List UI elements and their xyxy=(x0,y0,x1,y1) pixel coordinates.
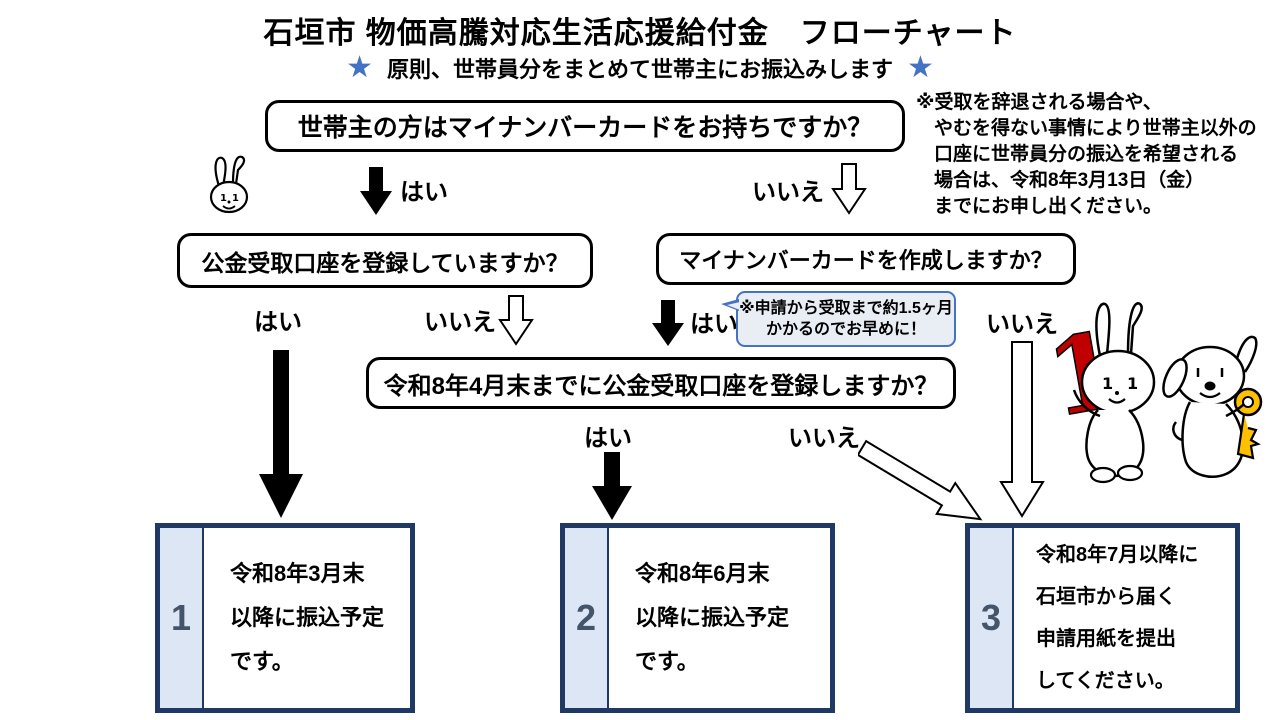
page-title: 石垣市 物価高騰対応生活応援給付金 フローチャート xyxy=(263,17,1017,50)
processing-time-callout: ※申請から受取まで約1.5ヶ月 かかるのでお早めに！ xyxy=(721,291,956,347)
svg-text:1: 1 xyxy=(232,193,239,204)
yes-arrow-down-icon xyxy=(592,452,632,520)
result-box-2: 2 令和8年6月末 以降に振込予定 です。 xyxy=(560,523,835,713)
no-arrow-long-down-icon xyxy=(999,341,1045,518)
q1-no-label: いいえ xyxy=(752,179,824,206)
callout-line: ※申請から受取まで約1.5ヶ月 xyxy=(739,300,953,317)
q4-no-label: いいえ xyxy=(788,425,860,452)
result-number: 2 xyxy=(565,528,609,708)
q3-no-label: いいえ xyxy=(986,311,1058,338)
q4-yes-label: はい xyxy=(584,425,632,452)
svg-text:1: 1 xyxy=(1127,374,1138,393)
q2-yes-label: はい xyxy=(254,309,302,336)
result-number: 3 xyxy=(970,528,1014,708)
subtitle-text: 原則、世帯員分をまとめて世帯主にお振込みします xyxy=(386,57,893,82)
q3-yes-label: はい xyxy=(690,311,738,338)
result-text: 令和8年3月末 以降に振込予定 です。 xyxy=(230,561,385,674)
question-create-mynumber-card: マイナンバーカードを作成しますか？ xyxy=(656,233,1076,285)
rabbit-face-icon: 1 1 xyxy=(209,155,249,214)
result-box-1: 1 令和8年3月末 以降に振込予定 です。 xyxy=(155,523,415,713)
yes-arrow-down-icon xyxy=(360,167,392,215)
question-has-mynumber-card: 世帯主の方はマイナンバーカードをお持ちですか？ xyxy=(265,100,905,152)
callout-line: かかるのでお早めに！ xyxy=(765,321,926,338)
result-text: 令和8年6月末 以降に振込予定 です。 xyxy=(635,561,790,674)
question-register-by-april: 令和8年4月末までに公金受取口座を登録しますか？ xyxy=(366,357,956,409)
side-note-line: 口座に世帯員分の振込を希望される xyxy=(934,144,1239,165)
yes-arrow-down-icon xyxy=(652,300,684,346)
yes-arrow-long-down-icon xyxy=(259,350,303,518)
result-text: 令和8年7月以降に 石垣市から届く 申請用紙を提出 してください。 xyxy=(1036,544,1199,692)
no-arrow-diagonal-icon xyxy=(858,439,983,521)
q2-no-label: いいえ xyxy=(424,309,496,336)
side-note-line: ※受取を辞退される場合や、 xyxy=(916,92,1162,113)
rabbit-mascot-icon: 1 1 1 xyxy=(1048,302,1156,484)
side-note-line: 場合は、令和8年3月13日（金） xyxy=(934,170,1205,191)
svg-text:1: 1 xyxy=(1102,374,1113,393)
no-arrow-down-icon xyxy=(831,163,867,215)
result-box-3: 3 令和8年7月以降に 石垣市から届く 申請用紙を提出 してください。 xyxy=(965,523,1240,713)
q1-yes-label: はい xyxy=(400,179,448,206)
result-number: 1 xyxy=(160,528,204,708)
yellow-key-icon xyxy=(1233,387,1263,460)
side-note-line: やむを得ない事情により世帯主以外の xyxy=(934,118,1257,139)
svg-text:1: 1 xyxy=(220,193,227,204)
star-icon: ★ xyxy=(346,51,373,84)
subtitle: ★ 原則、世帯員分をまとめて世帯主にお振込みします ★ xyxy=(0,52,1280,84)
dog-mascot-icon xyxy=(1162,335,1263,478)
no-arrow-down-icon xyxy=(498,295,534,346)
star-icon: ★ xyxy=(907,51,934,84)
side-note: ※受取を辞退される場合や、 やむを得ない事情により世帯主以外の 口座に世帯員分の… xyxy=(916,90,1276,220)
question-public-account-registered: 公金受取口座を登録していますか？ xyxy=(177,233,593,288)
side-note-line: までにお申し出ください。 xyxy=(934,196,1163,217)
